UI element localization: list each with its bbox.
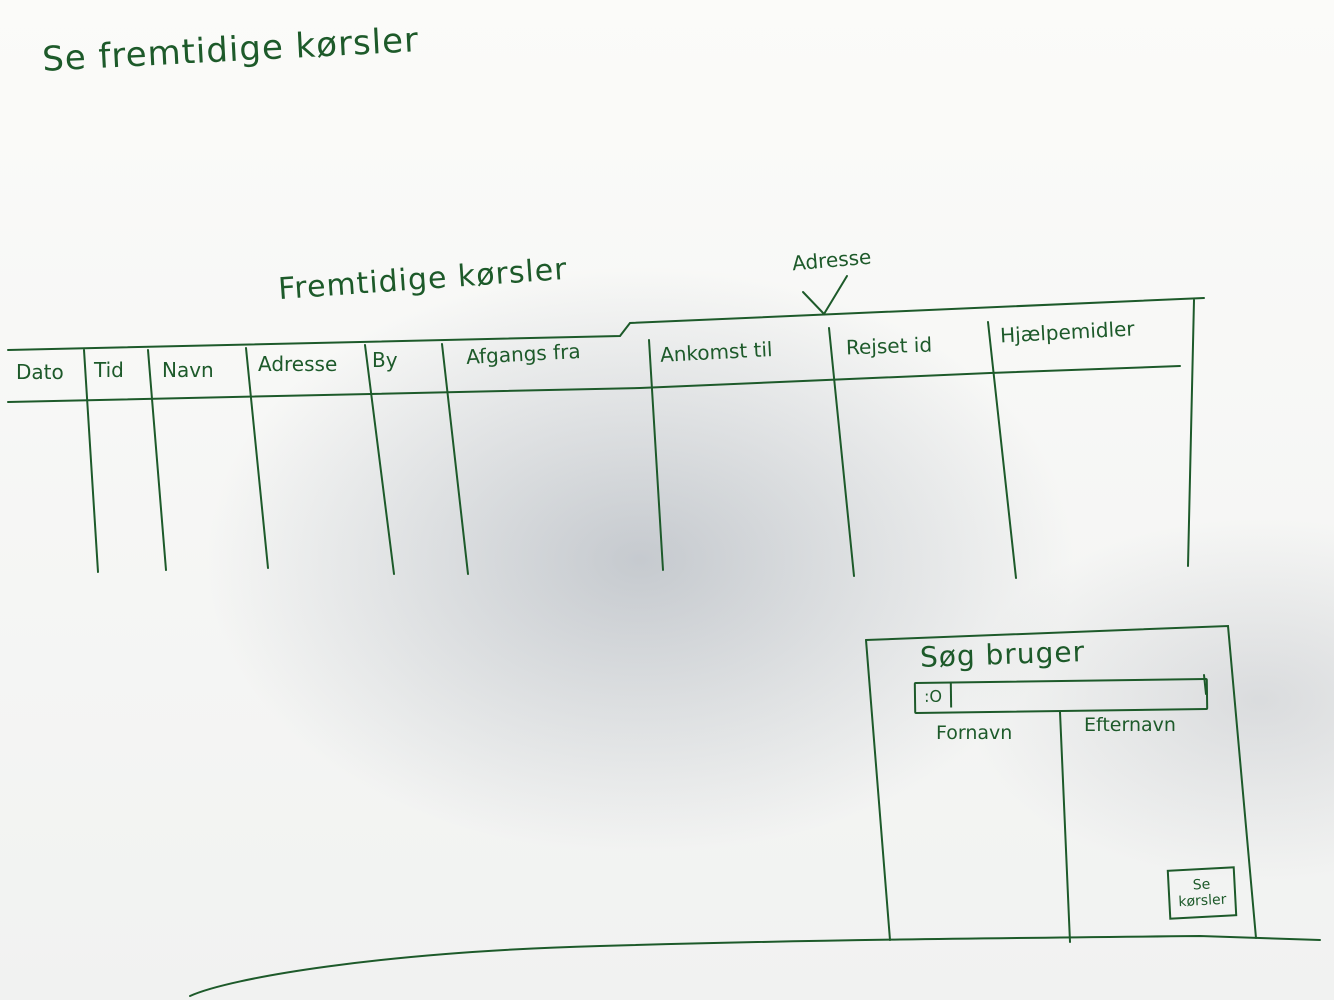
user-search-input[interactable] [955,680,1201,710]
column-header-address[interactable]: Adresse [258,352,338,376]
column-header-time[interactable]: Tid [94,358,124,382]
column-header-first-name[interactable]: Fornavn [936,722,1013,744]
column-header-last-name[interactable]: Efternavn [1084,714,1176,736]
column-header-travel-time[interactable]: Rejset id [845,332,933,360]
column-header-name[interactable]: Navn [162,358,214,382]
user-search-field[interactable]: :O [913,677,1209,715]
see-rides-label-line1: Se [1192,876,1211,894]
user-search-title: Søg bruger [919,635,1086,674]
see-rides-button[interactable]: Se kørsler [1166,866,1238,920]
see-rides-label-line2: kørsler [1178,891,1227,911]
column-header-date[interactable]: Dato [16,360,64,384]
column-header-city[interactable]: By [372,348,398,372]
search-icon[interactable]: :O [915,683,953,709]
rides-table-body [10,400,1190,575]
